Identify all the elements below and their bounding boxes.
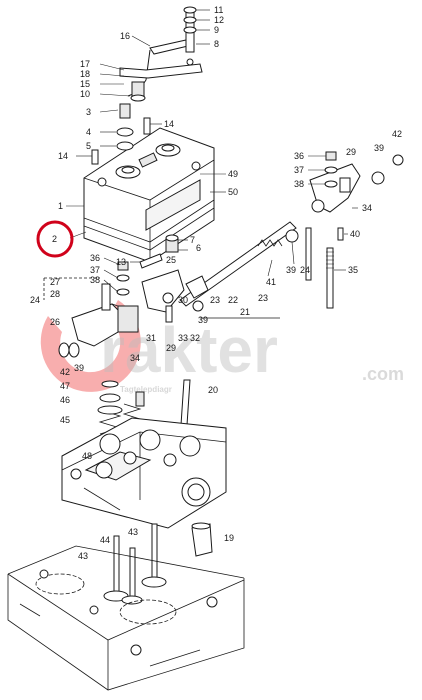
callout-20: 20 xyxy=(208,385,218,395)
valves xyxy=(103,523,167,605)
callout-34a: 34 xyxy=(362,203,372,213)
callout-labels: 11 12 9 8 16 17 18 15 10 3 14 4 5 14 49 … xyxy=(30,5,402,561)
callout-12: 12 xyxy=(214,15,224,25)
callout-21: 21 xyxy=(240,307,250,317)
callout-36b: 36 xyxy=(90,253,100,263)
valve-cover xyxy=(83,103,215,263)
callout-6: 6 xyxy=(196,243,201,253)
callout-23b: 23 xyxy=(258,293,268,303)
throttle-linkage xyxy=(119,6,203,102)
callout-47: 47 xyxy=(60,381,70,391)
callout-29b: 29 xyxy=(166,343,176,353)
callout-46: 46 xyxy=(60,395,70,405)
callout-37a: 37 xyxy=(294,165,304,175)
callout-38a: 38 xyxy=(294,179,304,189)
callout-33: 33 xyxy=(178,333,188,343)
callout-9: 9 xyxy=(214,25,219,35)
callout-27: 27 xyxy=(50,277,60,287)
callout-26: 26 xyxy=(50,317,60,327)
callout-44: 44 xyxy=(100,535,110,545)
watermark-tagline: Tagtelepdiagr xyxy=(120,385,172,394)
callout-43b: 43 xyxy=(78,551,88,561)
callout-7: 7 xyxy=(190,235,195,245)
callout-41: 41 xyxy=(266,277,276,287)
callout-2: 2 xyxy=(52,234,57,244)
rocker-shaft-assembly xyxy=(43,151,404,358)
callout-24a: 24 xyxy=(300,265,310,275)
callout-3: 3 xyxy=(86,107,91,117)
callout-39b: 39 xyxy=(286,265,296,275)
highlight-ring xyxy=(36,220,74,258)
callout-34b: 34 xyxy=(130,353,140,363)
callout-14a: 14 xyxy=(164,119,174,129)
callout-11: 11 xyxy=(214,5,223,15)
callout-8: 8 xyxy=(214,39,219,49)
watermark-suffix: .com xyxy=(362,364,404,384)
callout-48: 48 xyxy=(82,451,92,461)
cylinder-head xyxy=(61,379,227,557)
callout-50: 50 xyxy=(228,187,238,197)
callout-1: 1 xyxy=(58,201,63,211)
callout-14b: 14 xyxy=(58,151,68,161)
callout-4: 4 xyxy=(86,127,91,137)
callout-25: 25 xyxy=(166,255,176,265)
callout-22: 22 xyxy=(228,295,238,305)
callout-24b: 24 xyxy=(30,295,40,305)
callout-36a: 36 xyxy=(294,151,304,161)
callout-39d: 39 xyxy=(198,315,208,325)
callout-37b: 37 xyxy=(90,265,100,275)
callout-28: 28 xyxy=(50,289,60,299)
callout-16: 16 xyxy=(120,31,130,41)
callout-43a: 43 xyxy=(128,527,138,537)
callout-18: 18 xyxy=(80,69,90,79)
callout-13: 13 xyxy=(116,257,126,267)
callout-30: 30 xyxy=(178,295,188,305)
callout-39c: 39 xyxy=(74,363,84,373)
callout-19: 19 xyxy=(224,533,234,543)
callout-5: 5 xyxy=(86,141,91,151)
callout-17: 17 xyxy=(80,59,90,69)
callout-38b: 38 xyxy=(90,275,100,285)
engine-block xyxy=(7,545,245,691)
callout-29a: 29 xyxy=(346,147,356,157)
callout-39a: 39 xyxy=(374,143,384,153)
callout-23a: 23 xyxy=(210,295,220,305)
callout-49: 49 xyxy=(228,169,238,179)
callout-35: 35 xyxy=(348,265,358,275)
callout-42a: 42 xyxy=(392,129,402,139)
callout-42b: 42 xyxy=(60,367,70,377)
callout-40: 40 xyxy=(350,229,360,239)
callout-45: 45 xyxy=(60,415,70,425)
leader-lines xyxy=(66,9,358,293)
callout-15: 15 xyxy=(80,79,90,89)
callout-31: 31 xyxy=(146,333,156,343)
callout-32: 32 xyxy=(190,333,200,343)
callout-10: 10 xyxy=(80,89,90,99)
